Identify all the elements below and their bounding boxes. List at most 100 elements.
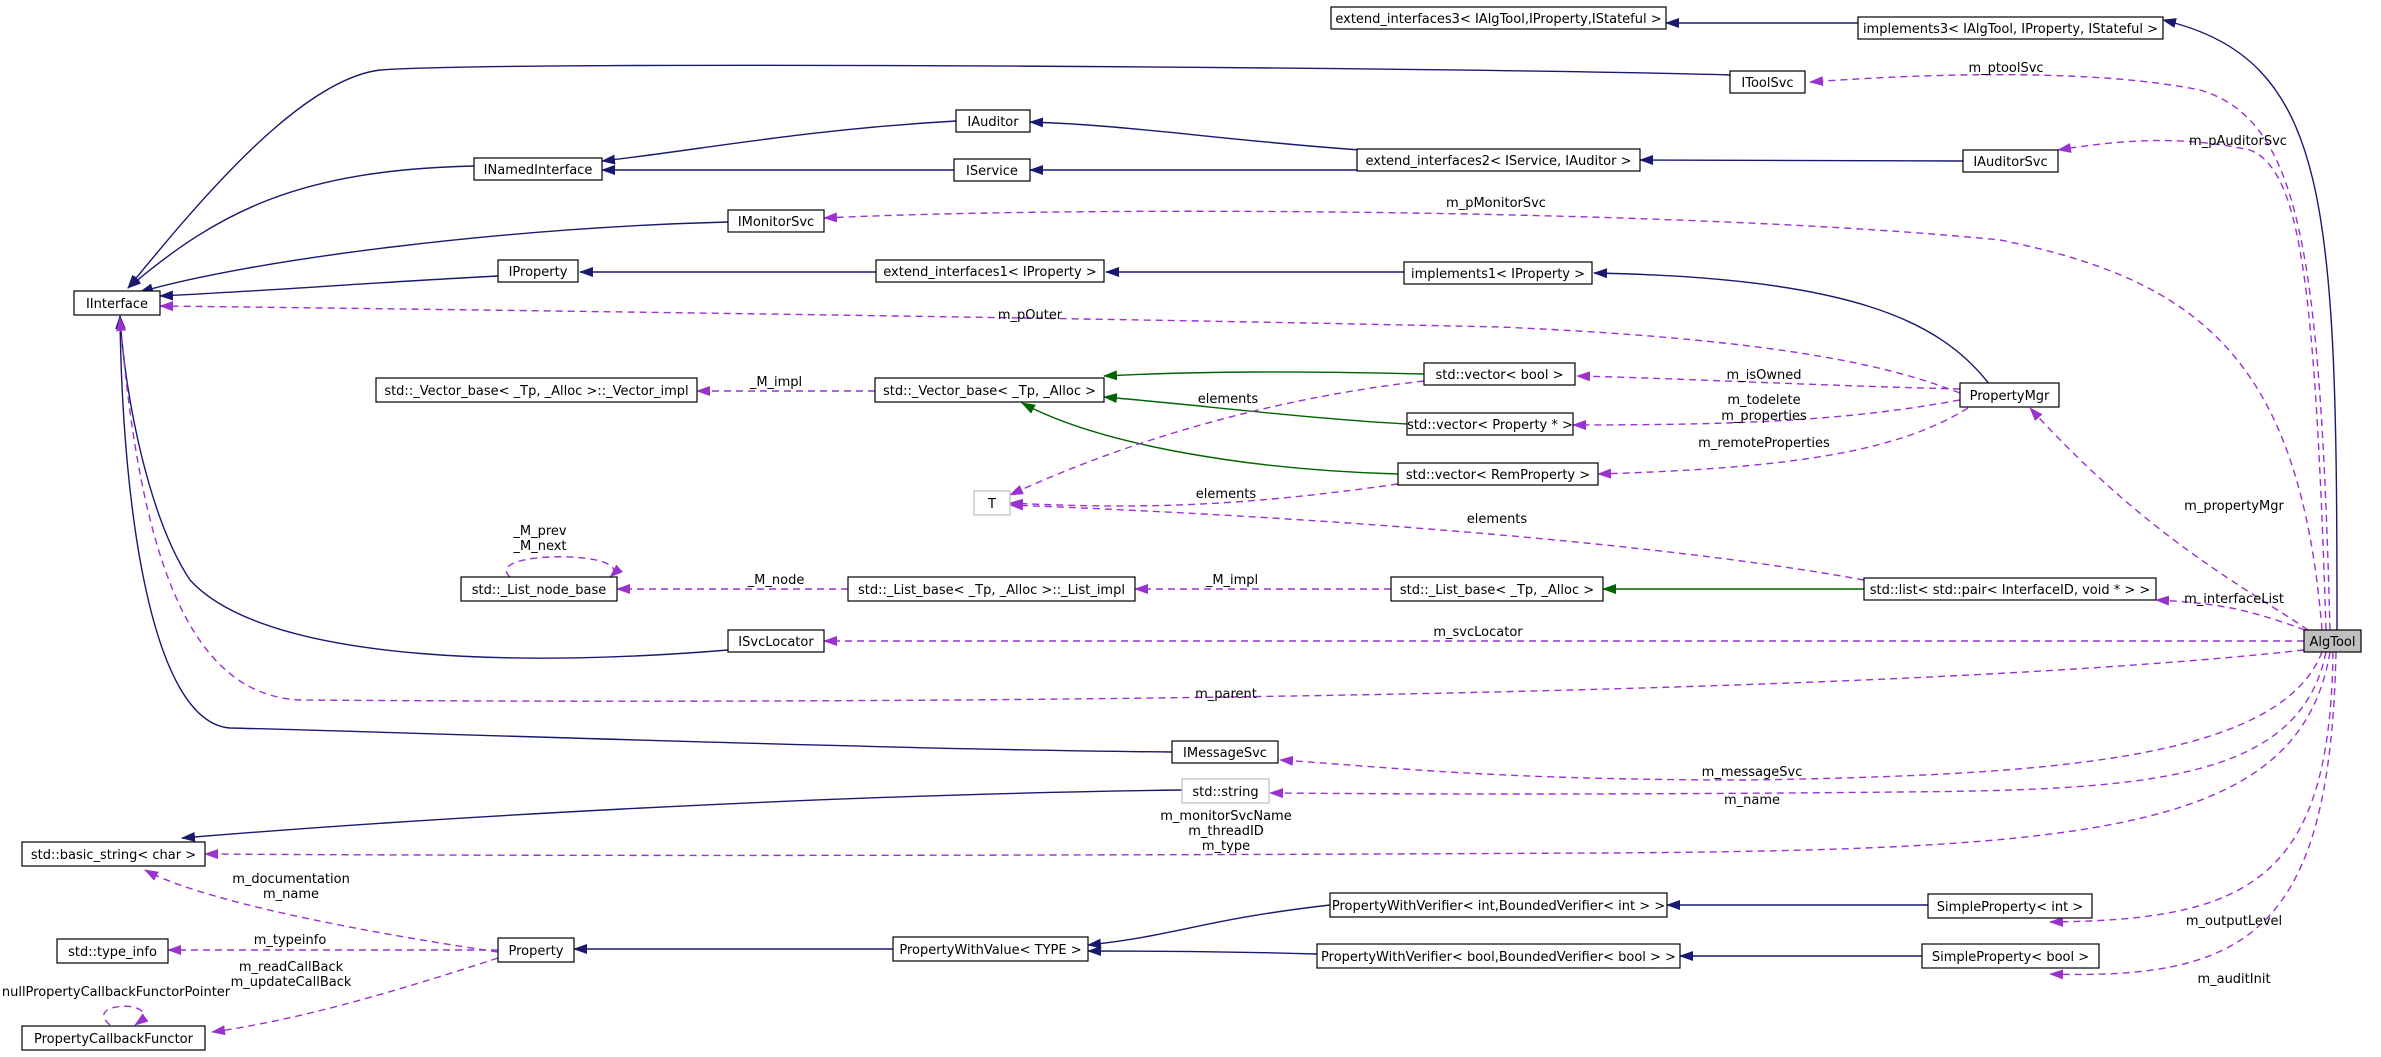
edge-parent	[116, 317, 2305, 702]
edge-vecbool-to-vectorbase	[1103, 370, 1425, 381]
node-label-list-pair: std::list< std::pair< InterfaceID, void …	[1870, 583, 2151, 598]
label-nullpcf: nullPropertyCallbackFunctorPointer	[2, 985, 231, 1000]
label-propertymgr: m_propertyMgr	[2184, 499, 2284, 514]
label-monitorsvcname: m_monitorSvcName	[1160, 809, 1291, 824]
node-label-itoolsvc: IToolSvc	[1741, 76, 1793, 91]
node-extend-interfaces3[interactable]: extend_interfaces3< IAlgTool,IProperty,I…	[1330, 6, 1667, 30]
edge-elements-vecbool	[1009, 380, 1425, 496]
label-mnode: _M_node	[747, 573, 805, 588]
node-iauditorsvc[interactable]: IAuditorSvc	[1962, 149, 2059, 173]
label-ptoolsvc: m_ptoolSvc	[1968, 61, 2043, 76]
node-label-t: T	[987, 497, 996, 512]
node-list-impl[interactable]: std::_List_base< _Tp, _Alloc >::_List_im…	[847, 576, 1136, 602]
node-label-imessagesvc: IMessageSvc	[1183, 746, 1267, 761]
node-property-with-value[interactable]: PropertyWithValue< TYPE >	[892, 936, 1089, 962]
label-updatecallback: m_updateCallBack	[231, 975, 352, 990]
edge-vecrem-to-vectorbase	[1021, 402, 1399, 475]
edge-iauditor-to-inamedinterface	[601, 120, 957, 165]
node-implements1[interactable]: implements1< IProperty >	[1403, 261, 1593, 285]
edge-vecprop-to-vectorbase	[1103, 393, 1408, 425]
label-type: m_type	[1202, 839, 1250, 854]
node-extend-interfaces1[interactable]: extend_interfaces1< IProperty >	[875, 259, 1105, 283]
edge-readcallback-updatecallback	[211, 957, 499, 1036]
edge-mprev-mnext	[505, 556, 623, 578]
node-vector-base[interactable]: std::_Vector_base< _Tp, _Alloc >	[874, 377, 1105, 403]
edge-iauditorsvc-to-ext2	[1639, 155, 1964, 166]
label-messagesvc: m_messageSvc	[1702, 765, 1803, 780]
edge-name	[1269, 651, 2327, 799]
node-label-extend-interfaces2: extend_interfaces2< IService, IAuditor >	[1366, 154, 1632, 169]
label-name: m_name	[1724, 793, 1780, 808]
node-property-callback-functor[interactable]: PropertyCallbackFunctor	[21, 1025, 206, 1051]
edge-elements-vecrem	[1009, 483, 1399, 509]
node-simple-property-bool[interactable]: SimpleProperty< bool >	[1921, 943, 2100, 969]
node-label-iauditorsvc: IAuditorSvc	[1973, 155, 2047, 170]
node-type-info[interactable]: std::type_info	[56, 938, 169, 964]
node-iinterface[interactable]: IInterface	[73, 290, 161, 316]
label-remoteproperties: m_remoteProperties	[1698, 436, 1830, 451]
node-label-propertymgr: PropertyMgr	[1970, 389, 2050, 404]
node-vector-bool[interactable]: std::vector< bool >	[1423, 362, 1576, 386]
edge-pwvint-to-propwithvalue	[1087, 904, 1331, 949]
node-propertymgr[interactable]: PropertyMgr	[1959, 382, 2060, 408]
node-label-implements3: implements3< IAlgTool, IProperty, IState…	[1863, 22, 2158, 37]
node-label-pwv-bool: PropertyWithVerifier< bool,BoundedVerifi…	[1321, 950, 1676, 965]
edge-todelete-properties	[1572, 399, 1961, 430]
node-itoolsvc[interactable]: IToolSvc	[1729, 70, 1806, 94]
node-vector-impl[interactable]: std::_Vector_base< _Tp, _Alloc >::_Vecto…	[375, 377, 698, 403]
node-label-iauditor: IAuditor	[967, 115, 1019, 130]
edge-algtool-to-impl3	[2162, 18, 2338, 631]
node-label-property-callback-functor: PropertyCallbackFunctor	[34, 1032, 194, 1047]
edge-monitorsvcname-threadid-type	[204, 651, 2331, 860]
node-label-extend-interfaces1: extend_interfaces1< IProperty >	[883, 265, 1096, 280]
label-pouter: m_pOuter	[998, 308, 1063, 323]
node-list-base[interactable]: std::_List_base< _Tp, _Alloc >	[1390, 576, 1604, 602]
node-t[interactable]: T	[973, 490, 1011, 516]
label-prop-name: m_name	[263, 887, 319, 902]
node-std-string[interactable]: std::string	[1181, 778, 1270, 804]
node-imessagesvc[interactable]: IMessageSvc	[1171, 740, 1279, 764]
node-algtool[interactable]: AlgTool	[2303, 629, 2362, 653]
node-extend-interfaces2[interactable]: extend_interfaces2< IService, IAuditor >	[1356, 148, 1641, 172]
node-vector-property[interactable]: std::vector< Property * >	[1406, 412, 1574, 436]
label-elements-listpair: elements	[1467, 512, 1528, 527]
edge-imonitorsvc-to-iinterface	[139, 221, 729, 294]
node-isvclocator[interactable]: ISvcLocator	[727, 629, 825, 653]
node-iauditor[interactable]: IAuditor	[955, 109, 1031, 133]
node-label-property-with-value: PropertyWithValue< TYPE >	[899, 943, 1081, 958]
node-list-pair[interactable]: std::list< std::pair< InterfaceID, void …	[1863, 577, 2157, 601]
node-label-vector-impl: std::_Vector_base< _Tp, _Alloc >::_Vecto…	[384, 384, 688, 399]
edge-outputlevel	[2049, 651, 2334, 927]
edge-pauditorsvc	[2057, 139, 2327, 631]
node-label-vector-property: std::vector< Property * >	[1407, 418, 1573, 433]
node-label-list-base: std::_List_base< _Tp, _Alloc >	[1400, 583, 1594, 598]
node-iservice[interactable]: IService	[953, 158, 1031, 182]
edge-messagesvc	[1279, 651, 2323, 781]
label-todelete: m_todelete	[1727, 393, 1800, 408]
node-list-node-base[interactable]: std::_List_node_base	[460, 576, 618, 602]
node-pwv-int[interactable]: PropertyWithVerifier< int,BoundedVerifie…	[1329, 892, 1668, 918]
label-svclocator: m_svcLocator	[1433, 625, 1523, 640]
node-iproperty[interactable]: IProperty	[497, 259, 579, 283]
node-label-isvclocator: ISvcLocator	[738, 635, 814, 650]
node-label-vector-remproperty: std::vector< RemProperty >	[1406, 468, 1590, 483]
node-property[interactable]: Property	[497, 937, 575, 963]
edge-itoolsvc-to-iinterface	[127, 64, 1731, 289]
node-label-type-info: std::type_info	[68, 945, 157, 960]
node-vector-remproperty[interactable]: std::vector< RemProperty >	[1397, 462, 1599, 486]
node-inamedinterface[interactable]: INamedInterface	[473, 157, 603, 181]
label-pauditorsvc: m_pAuditorSvc	[2189, 134, 2287, 149]
node-imonitorsvc[interactable]: IMonitorSvc	[727, 209, 825, 233]
label-elements-vecrem: elements	[1196, 487, 1257, 502]
node-label-list-impl: std::_List_base< _Tp, _Alloc >::_List_im…	[858, 583, 1125, 598]
edge-propertymgr	[2029, 407, 2309, 631]
node-simple-property-int[interactable]: SimpleProperty< int >	[1927, 893, 2093, 919]
label-isowned: m_isOwned	[1727, 368, 1802, 383]
node-pwv-bool[interactable]: PropertyWithVerifier< bool,BoundedVerifi…	[1316, 943, 1681, 969]
label-elements-vecbool: elements	[1198, 392, 1259, 407]
edge-imessagesvc-to-iinterface	[115, 315, 1173, 753]
edge-isvclocator-to-iinterface	[115, 315, 729, 659]
node-implements3[interactable]: implements3< IAlgTool, IProperty, IState…	[1857, 16, 2164, 40]
node-basic-string[interactable]: std::basic_string< char >	[21, 841, 206, 867]
